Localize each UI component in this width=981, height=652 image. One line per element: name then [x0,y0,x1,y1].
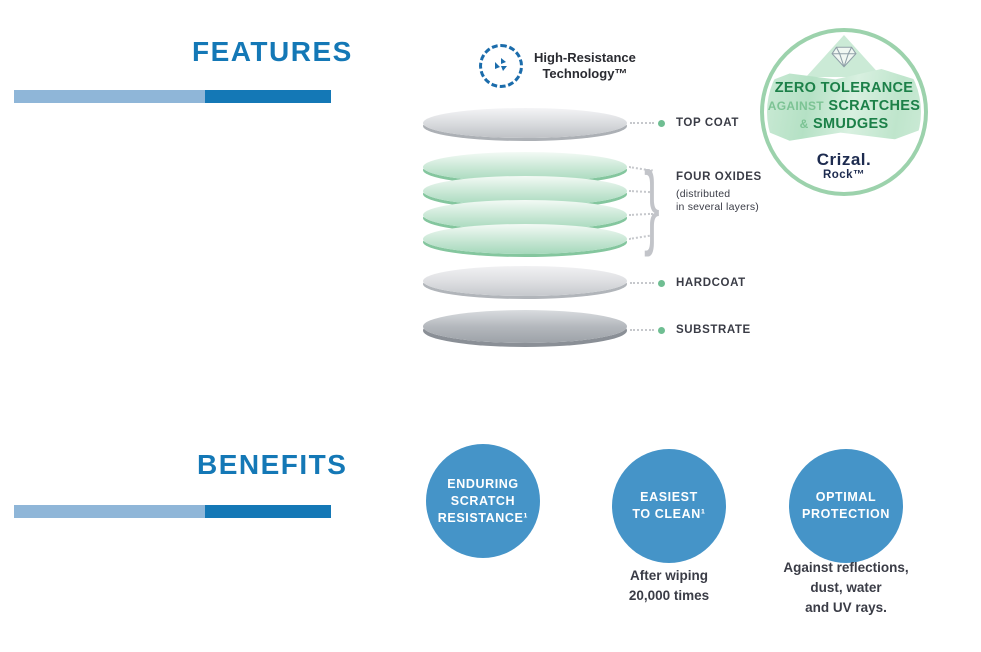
benefit2-caption: After wiping 20,000 times [584,566,754,606]
badge-line3-amp: & [799,117,809,131]
substrate-bullet [658,327,665,334]
pinwheel-icon [495,58,507,71]
badge-line2-scratches: SCRATCHES [828,98,921,114]
features-title: FEATURES [192,36,353,67]
badge-line1: ZERO TOLERANCE [774,80,914,96]
technology-name: High-Resistance Technology™ [534,50,636,82]
four-oxides-label: FOUR OXIDES [676,171,762,183]
benefits-title: BENEFITS [197,449,348,480]
hardcoat-bullet [658,280,665,287]
badge-facet-band [767,69,921,141]
badge-background: ZERO TOLERANCE AGAINST SCRATCHES & SMUDG… [767,35,921,189]
benefits-bar-light-segment [14,505,205,518]
benefit1-line1: ENDURING [447,476,519,491]
hardcoat-dotted-line [630,282,654,284]
badge-line3: & SMUDGES [767,115,921,133]
benefit2-caption-line1: After wiping [630,568,708,583]
crizal-logo: Crizal. [816,150,872,169]
features-bar-light-segment [14,90,205,103]
benefit-circle-easy-clean: EASIEST TO CLEAN¹ [612,449,726,563]
benefit1-line2: SCRATCH [450,493,516,508]
benefit3-caption-line3: and UV rays. [805,600,887,615]
diamond-icon [831,46,857,73]
benefits-underline-bar [14,505,331,518]
benefits-bar-dark-segment [205,505,331,518]
benefit3-line2: PROTECTION [802,507,890,521]
top-coat-dotted-line [630,122,654,124]
benefit3-caption: Against reflections, dust, water and UV … [761,558,931,618]
zero-tolerance-badge: ZERO TOLERANCE AGAINST SCRATCHES & SMUDG… [760,28,928,196]
technology-line2: Technology™ [542,66,628,81]
benefit2-caption-line2: 20,000 times [628,588,710,603]
hardcoat-disc [423,266,627,296]
four-oxides-brace [644,158,660,252]
substrate-dotted-line [630,329,654,331]
top-coat-bullet [658,120,665,127]
high-resistance-technology-logo: High-Resistance Technology™ [479,44,636,88]
top-coat-label: TOP COAT [676,117,739,129]
benefit3-line1: OPTIMAL [815,490,877,504]
technology-line1: High-Resistance [534,50,636,65]
benefit2-line1: EASIEST [640,490,698,504]
substrate-disc [423,310,627,343]
substrate-label: SUBSTRATE [676,324,751,336]
benefit2-line2: TO CLEAN¹ [632,507,706,521]
benefit1-line3: RESISTANCE¹ [437,510,529,525]
badge-text: ZERO TOLERANCE AGAINST SCRATCHES & SMUDG… [767,79,921,133]
top-coat-disc [423,108,627,138]
features-bar-dark-segment [205,90,331,103]
benefit3-caption-line1: Against reflections, [783,560,909,575]
badge-line2: AGAINST SCRATCHES [767,97,921,115]
benefit-circle-scratch-resistance: ENDURING SCRATCH RESISTANCE¹ [426,444,540,558]
oxide-disc-4 [423,224,627,254]
four-oxides-note-line2: in several layers) [676,201,759,213]
benefit-circle-optimal-protection: OPTIMAL PROTECTION [789,449,903,563]
badge-line2-against: AGAINST [767,99,824,113]
crizal-rock-logo: Rock™ [822,169,866,181]
four-oxides-note-line1: (distributed [676,188,731,200]
high-resistance-icon [479,44,523,88]
features-underline-bar [14,90,331,103]
badge-line3-smudges: SMUDGES [813,116,889,132]
hardcoat-label: HARDCOAT [676,277,746,289]
benefit3-caption-line2: dust, water [810,580,882,595]
